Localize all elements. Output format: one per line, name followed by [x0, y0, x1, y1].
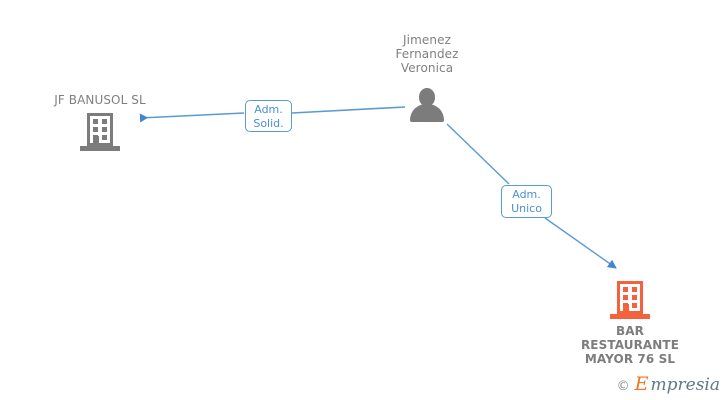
person-body: [410, 104, 444, 122]
building-window: [93, 119, 98, 124]
edge-line-adm-unico-upper: [446, 123, 510, 185]
building-base: [610, 314, 650, 319]
company-left-building-icon[interactable]: [80, 113, 120, 151]
person-icon[interactable]: [407, 88, 447, 122]
empresia-logo-initial: E: [634, 373, 649, 395]
building-window: [632, 295, 637, 300]
company-bottom-right-label: BAR RESTAURANTE MAYOR 76 SL: [580, 324, 680, 366]
person-label: Jimenez Fernandez Veronica: [395, 33, 459, 75]
building-window: [102, 119, 107, 124]
building-base: [80, 146, 120, 151]
company-left-label: JF BANUSOL SL: [54, 93, 146, 107]
empresia-logo-text: mpresia: [650, 375, 721, 395]
empresia-watermark: © E mpresia: [617, 375, 720, 394]
building-window: [102, 135, 107, 140]
edge-line-adm-solid-right: [291, 106, 406, 114]
building-window: [632, 303, 637, 308]
person-head: [419, 88, 435, 106]
building-tower: [87, 113, 113, 146]
company-bottom-right-building-icon[interactable]: [610, 281, 650, 319]
building-window: [632, 287, 637, 292]
edge-label-adm-solid[interactable]: Adm. Solid.: [245, 100, 292, 132]
building-door: [623, 304, 629, 314]
building-window: [623, 295, 628, 300]
edge-line-adm-unico-lower: [544, 217, 617, 269]
building-window: [623, 287, 628, 292]
building-window: [93, 127, 98, 132]
building-tower: [617, 281, 643, 314]
copyright-symbol: ©: [616, 379, 630, 394]
building-door: [93, 136, 99, 146]
edge-label-adm-unico[interactable]: Adm. Unico: [501, 185, 552, 218]
edge-line-adm-solid-left: [139, 112, 245, 123]
building-window: [102, 127, 107, 132]
